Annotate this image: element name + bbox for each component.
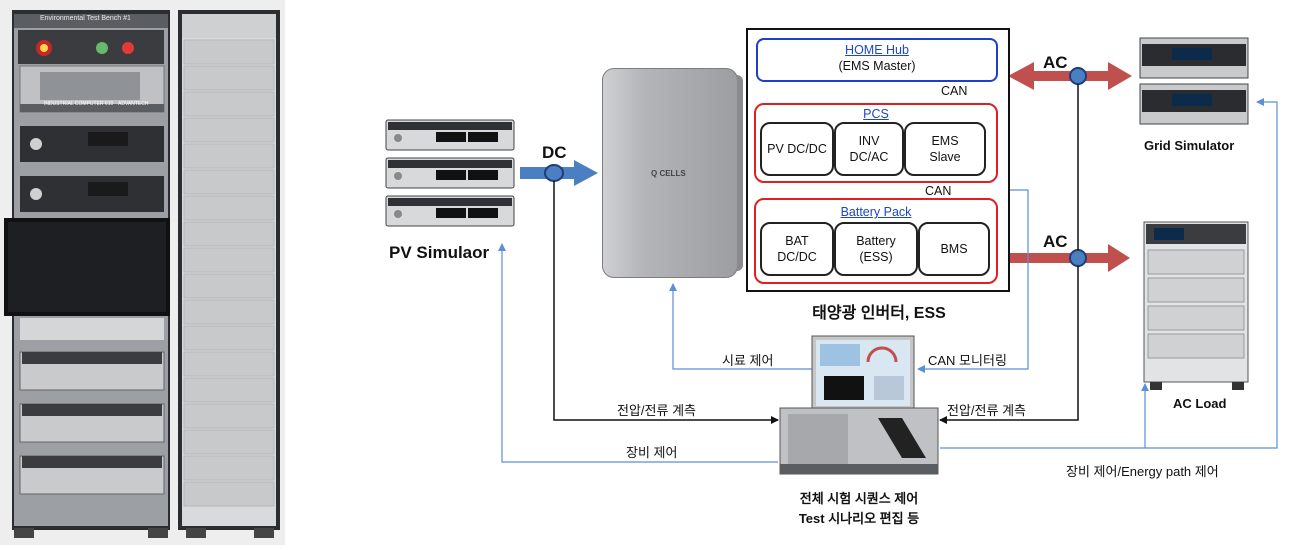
inverter-brand: Q CELLS: [651, 169, 686, 178]
home-hub-title: HOME Hub: [845, 43, 909, 57]
can-monitoring-label: CAN 모니터링: [928, 353, 1007, 368]
battery-module-bat-dcdc: BAT DC/DC: [760, 222, 834, 276]
pv-unit-1: [385, 119, 515, 151]
battery-pack-box: Battery Pack: [754, 198, 998, 284]
grid-simulator-label: Grid Simulator: [1144, 138, 1235, 153]
battery-module-line1: Battery: [856, 234, 896, 248]
pcs-module-line2: Slave: [929, 150, 961, 164]
battery-module-line1: BMS: [940, 242, 968, 256]
pcs-module-line1: PV DC/DC: [767, 142, 827, 156]
rack-pc-brand: ADVANTECH: [118, 101, 149, 107]
pv-simulator-device: [385, 119, 515, 227]
pv-unit-2: [385, 157, 515, 189]
system-caption: 태양광 인버터, ESS: [812, 305, 946, 322]
battery-module-line2: DC/DC: [777, 250, 817, 264]
dc-arrow: [520, 160, 598, 186]
ac-load-label: AC Load: [1173, 396, 1227, 411]
battery-module-ess: Battery (ESS): [834, 222, 918, 276]
sample-control-label: 시료 제어: [722, 353, 774, 368]
pcs-module-line2: DC/AC: [849, 150, 889, 164]
pcs-module-pv-dcdc: PV DC/DC: [760, 122, 834, 176]
inverter-device: Q CELLS: [602, 68, 743, 278]
rack-illustration: [0, 0, 285, 545]
controller-pc-device: [779, 335, 939, 475]
pcs-title: PCS: [863, 107, 889, 121]
equip-control-label: 장비 제어: [626, 445, 678, 460]
rack-pc-model: INDUSTRIAL COMPUTER 610: [44, 101, 114, 107]
pcs-module-inv: INV DC/AC: [834, 122, 904, 176]
home-hub-subtitle: (EMS Master): [838, 59, 916, 73]
ac-top-arrow: [1008, 62, 1132, 90]
equip-energy-control-label: 장비 제어/Energy path 제어: [1066, 464, 1219, 479]
test-bench-rack-photo: Environmental Test Bench #1 INDUSTRIAL C…: [0, 0, 285, 545]
pcs-box: PCS: [754, 103, 998, 183]
vi-measure-left-label: 전압/전류 계측: [617, 403, 696, 418]
controller-line2: Test 시나리오 편집 등: [798, 511, 920, 526]
ac-bottom-arrow: [1008, 244, 1130, 272]
battery-pack-title: Battery Pack: [840, 205, 912, 219]
battery-module-line2: (ESS): [859, 250, 893, 264]
pcs-module-line1: EMS: [931, 134, 959, 148]
rack-header-label: Environmental Test Bench #1: [40, 15, 131, 22]
pcs-module-line1: INV: [858, 134, 880, 148]
controller-line1: 전체 시험 시퀀스 제어: [799, 491, 919, 506]
grid-simulator-device: [1139, 37, 1249, 125]
vi-measure-right-label: 전압/전류 계측: [947, 403, 1026, 418]
ac-bottom-label: AC: [1043, 232, 1068, 251]
pcs-module-ems-slave: EMS Slave: [904, 122, 986, 176]
dc-label: DC: [542, 143, 567, 162]
home-hub-box: HOME Hub (EMS Master): [756, 38, 998, 82]
pv-simulator-label: PV Simulaor: [389, 243, 490, 262]
ac-load-device: [1143, 221, 1249, 390]
can-mid-label: CAN: [925, 184, 952, 198]
can-top-label: CAN: [941, 84, 968, 98]
battery-module-bms: BMS: [918, 222, 990, 276]
pv-unit-3: [385, 195, 515, 227]
battery-module-line1: BAT: [785, 234, 809, 248]
inverter-side: [737, 75, 743, 271]
ac-top-label: AC: [1043, 53, 1068, 72]
